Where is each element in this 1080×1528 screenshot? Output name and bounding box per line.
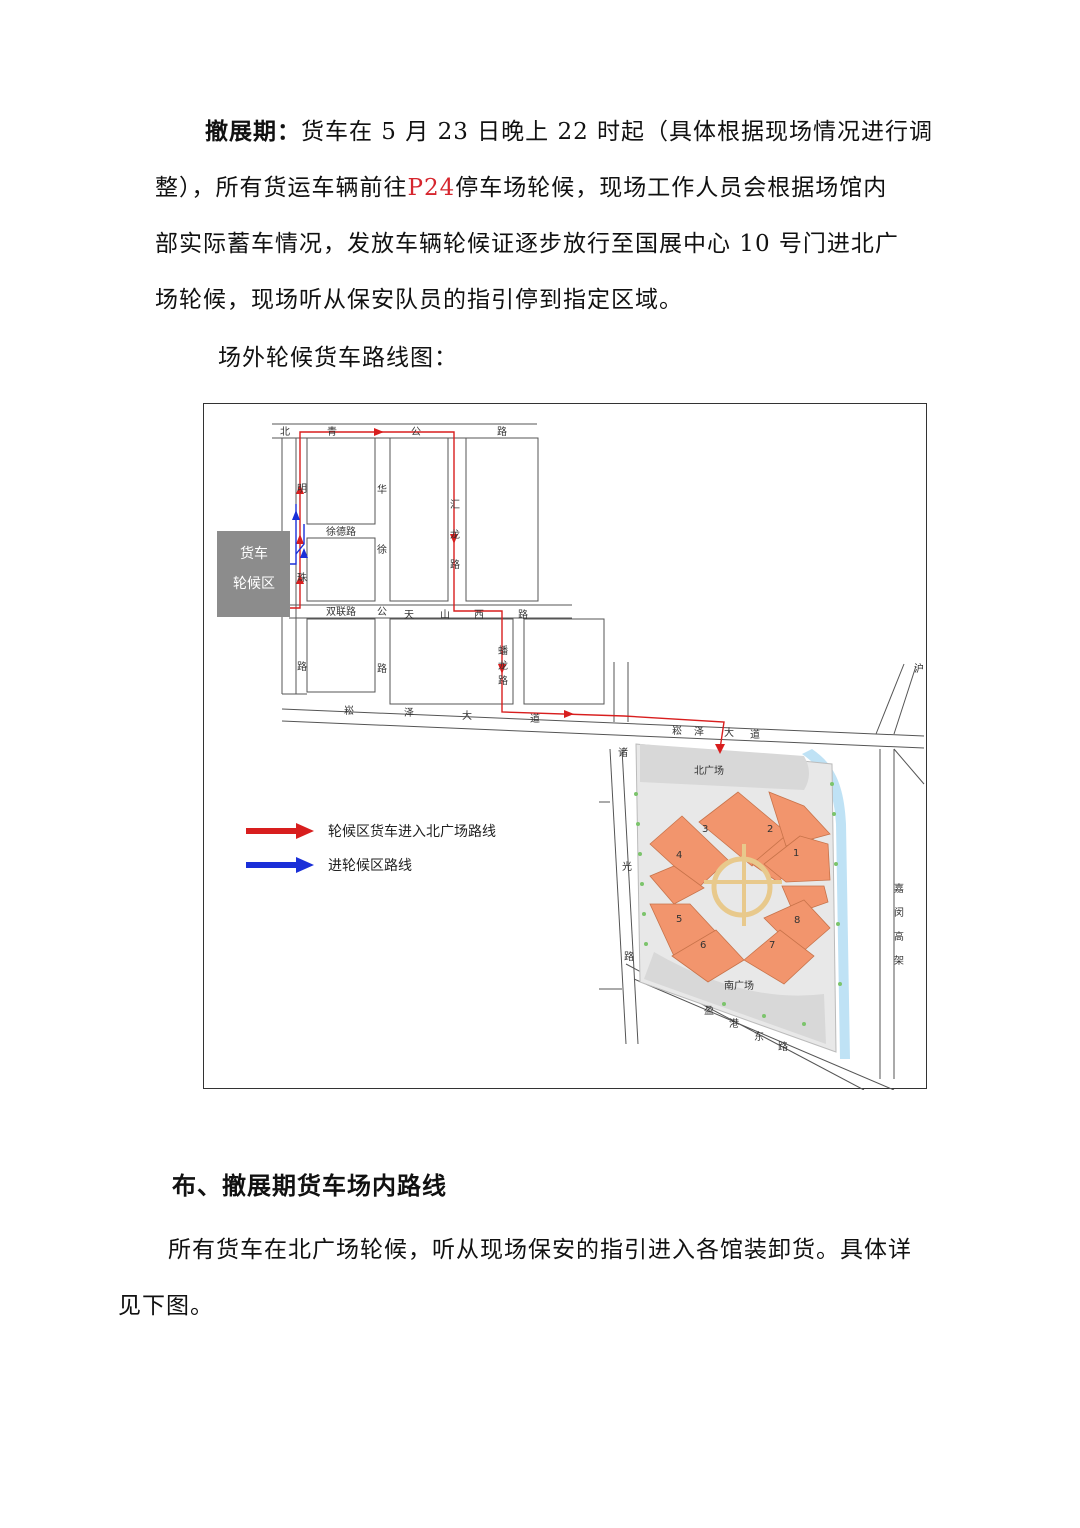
label-gang: 港 xyxy=(729,1018,739,1030)
label-dao: 道 xyxy=(530,712,540,725)
label-song2: 崧 xyxy=(672,725,682,737)
red-route xyxy=(290,431,725,750)
label-shan: 山 xyxy=(440,609,450,621)
blue-route xyxy=(290,504,305,565)
map-caption: 场外轮候货车路线图： xyxy=(218,345,458,371)
hall-4-label: 4 xyxy=(676,850,682,861)
hall-2-shape xyxy=(768,791,831,847)
label-guang: 光 xyxy=(622,860,632,873)
hall-8-label: 8 xyxy=(794,915,800,926)
label-north: 北 xyxy=(280,426,290,438)
label-lu2: 路 xyxy=(377,662,387,675)
hall-7-shape xyxy=(743,929,815,985)
label-zhu2: 诸 xyxy=(618,747,628,759)
road-network xyxy=(272,423,925,1090)
label-zhu: 珠 xyxy=(297,571,307,584)
paragraph-line-1: 撤展期：货车在 5 月 23 日晚上 22 时起（具体根据现场情况进行调 xyxy=(205,118,934,145)
label-song: 崧 xyxy=(344,705,354,717)
label-lu-top: 路 xyxy=(497,425,507,438)
hall-6-label: 6 xyxy=(700,940,706,951)
label-lu7: 路 xyxy=(778,1040,788,1053)
blue-arrows xyxy=(292,510,308,558)
label-ming: 明 xyxy=(297,483,307,495)
label-da2: 大 xyxy=(724,726,734,739)
label-ying: 盈 xyxy=(704,1005,714,1017)
paragraph-line-2: 整），所有货运车辆前往P24停车场轮候，现场工作人员会根据场馆内 xyxy=(155,175,888,201)
legend-red-arrow xyxy=(246,823,314,839)
south-plaza-area xyxy=(644,952,826,1044)
hall-west-shape xyxy=(649,865,705,905)
waiting-area-label-2: 轮候区 xyxy=(233,576,275,592)
paragraph-line-3: 部实际蓄车情况，发放车辆轮候证逐步放行至国展中心 10 号门进北广 xyxy=(155,231,899,257)
label-lu6: 路 xyxy=(624,950,634,963)
hall-7-label: 7 xyxy=(769,940,775,951)
legend-blue-label: 进轮候区路线 xyxy=(328,858,412,874)
label-da: 大 xyxy=(462,709,472,722)
label-lu4: 路 xyxy=(518,608,528,621)
red-arrows xyxy=(296,428,725,754)
north-plaza-area xyxy=(640,744,809,790)
halls-group xyxy=(649,791,831,985)
label-qing: 青 xyxy=(327,425,337,438)
label-xu: 徐 xyxy=(377,543,387,556)
legend: 轮候区货车进入北广场路线 进轮候区路线 xyxy=(246,823,496,874)
paragraph2-line-1: 所有货车在北广场轮候，听从现场保安的指引进入各馆装卸货。具体详 xyxy=(168,1237,912,1263)
label-ze: 泽 xyxy=(404,707,414,719)
label-long2: 龙 xyxy=(498,659,508,672)
label-shuanglian: 双联路 xyxy=(326,605,356,618)
hall-1-label: 1 xyxy=(793,848,799,859)
label-gong: 公 xyxy=(411,427,421,438)
legend-blue-arrow xyxy=(246,857,314,873)
waiting-area-label-1: 货车 xyxy=(240,545,268,562)
label-long: 龙 xyxy=(450,528,460,541)
route-map-svg: 货车 轮候区 北 青 公 路 xyxy=(217,423,925,1090)
road-labels: 北 青 公 路 明 珠 路 华 徐 公 路 汇 龙 路 徐德路 双联路 天 山 … xyxy=(280,425,924,1053)
hall-5-label: 5 xyxy=(676,914,682,925)
hall-1-shape xyxy=(763,835,831,883)
label-pan: 蟠 xyxy=(498,644,508,657)
label-gao: 高 xyxy=(894,930,904,943)
paragraph2-line-2: 见下图。 xyxy=(118,1293,214,1319)
hall-numbers: 3 2 4 1 5 8 6 7 xyxy=(676,824,800,951)
label-lu3: 路 xyxy=(450,558,460,571)
label-jia2: 架 xyxy=(894,955,904,967)
withdrawal-label: 撤展期 xyxy=(205,118,277,145)
label-hua: 华 xyxy=(377,483,387,496)
legend-red-label: 轮候区货车进入北广场路线 xyxy=(328,823,496,840)
label-ze2: 泽 xyxy=(694,726,704,738)
tree-dots xyxy=(634,782,842,1026)
paragraph-line-4: 场轮候，现场听从保安队员的指引停到指定区域。 xyxy=(155,287,683,313)
label-lu5: 路 xyxy=(498,674,508,687)
south-plaza-label: 南广场 xyxy=(724,979,754,992)
label-hu: 沪 xyxy=(914,662,924,675)
hall-2-label: 2 xyxy=(767,824,773,835)
label-lu-left: 路 xyxy=(297,660,307,673)
label-xi: 西 xyxy=(474,610,484,621)
label-jia: 嘉 xyxy=(894,882,904,895)
label-min: 闵 xyxy=(894,906,904,919)
label-dong: 东 xyxy=(754,1030,764,1043)
label-gong2: 公 xyxy=(377,607,387,618)
label-tian: 天 xyxy=(404,610,414,621)
north-plaza-label: 北广场 xyxy=(694,764,724,777)
river xyxy=(802,749,850,1059)
label-dao2: 道 xyxy=(750,728,760,741)
label-xude: 徐德路 xyxy=(326,525,356,538)
truck-waiting-area xyxy=(217,531,290,617)
p24-highlight: P24 xyxy=(407,175,456,201)
route-map: 货车 轮候区 北 青 公 路 xyxy=(203,403,927,1090)
section-heading: 布、撤展期货车场内路线 xyxy=(172,1172,447,1200)
label-hui: 汇 xyxy=(450,498,460,511)
hall-3-label: 3 xyxy=(702,824,708,835)
